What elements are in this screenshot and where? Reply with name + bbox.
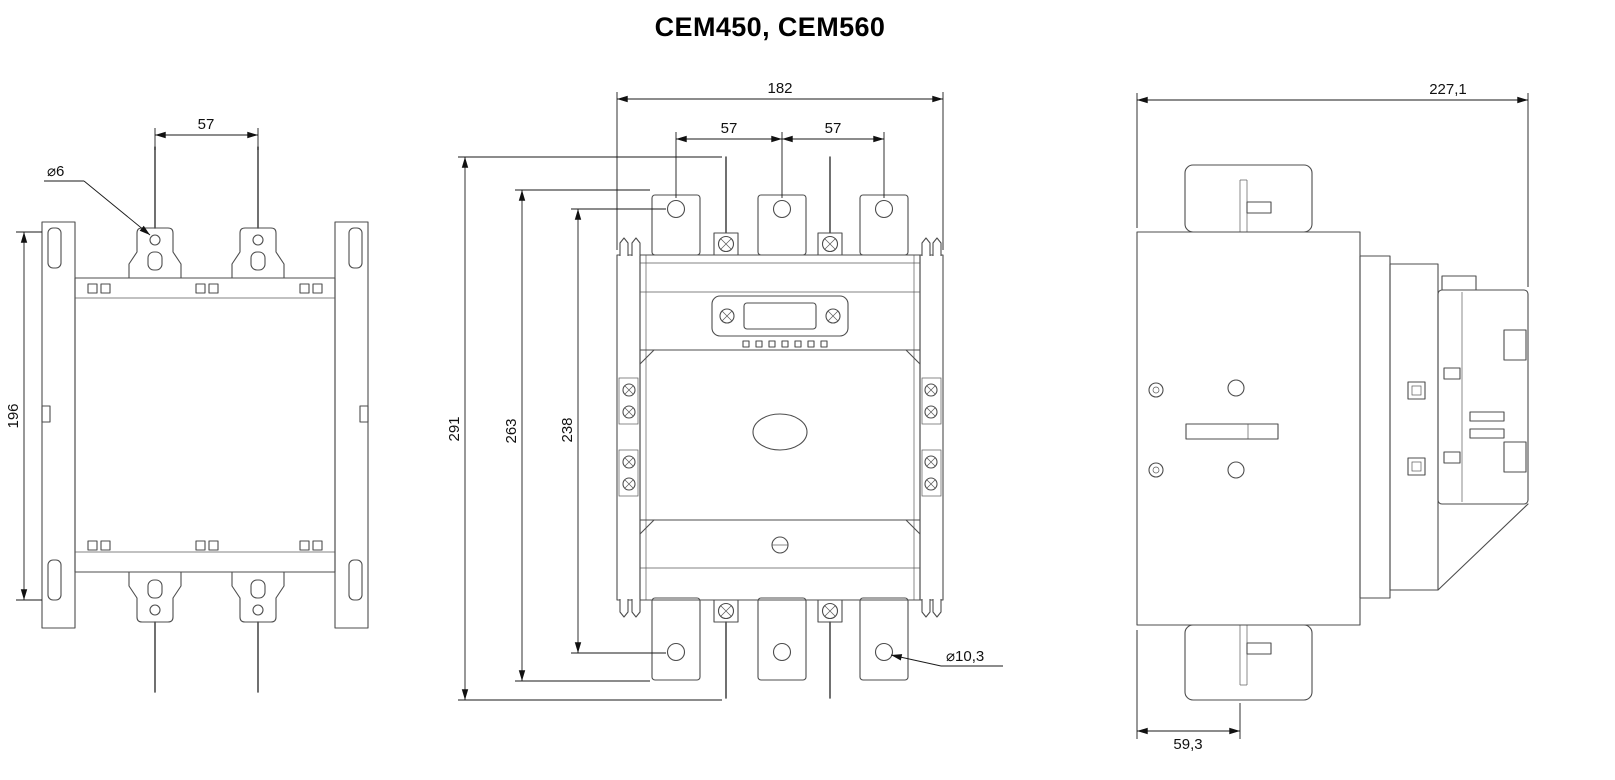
rear-bracket-slot [348, 227, 363, 269]
dim-front-hole-diameter: ⌀10,3 [946, 648, 984, 665]
front-bottom-tab-center [757, 597, 807, 681]
rear-bracket-slot [348, 559, 363, 601]
front-label-window [743, 302, 817, 330]
side-bottom-tab-step [1246, 642, 1272, 655]
dim-front-overall-height: 291 [446, 416, 463, 441]
side-top-tab-step [1246, 201, 1272, 214]
side-slot [1185, 423, 1279, 440]
front-terminal-hole-bottom-left [666, 642, 686, 662]
front-label-plate [711, 295, 849, 337]
rear-body [74, 277, 336, 573]
dim-front-pitch-right: 57 [825, 120, 842, 137]
rear-top-tab-left [128, 227, 182, 279]
front-terminal-hole-bottom-center [772, 642, 792, 662]
dim-rear-terminal-pitch: 57 [198, 116, 215, 133]
rear-bottom-tab-right [231, 571, 285, 623]
front-mounting-hooks [619, 237, 942, 618]
front-terminal-hole-top-right [874, 199, 894, 219]
side-mount-plate [1437, 289, 1529, 505]
front-terminal-hole-top-left [666, 199, 686, 219]
side-hole-top [1227, 379, 1245, 397]
front-terminal-hole-top-center [772, 199, 792, 219]
rear-view: 57 ⌀6 196 [5, 116, 369, 693]
front-body [639, 254, 921, 601]
rear-bracket-slot [47, 559, 62, 601]
front-rail-screws [618, 377, 942, 497]
dim-side-overall-depth: 227,1 [1429, 81, 1467, 98]
front-top-tab-right [859, 194, 909, 256]
front-vent-squares [742, 340, 828, 348]
side-mount-diagonal [1437, 503, 1529, 591]
dim-rear-mounting-height: 196 [5, 403, 22, 428]
side-accessory-block [1389, 263, 1439, 591]
rear-bracket-right [334, 221, 369, 629]
rear-mounting-hole-bottom-right [252, 604, 264, 616]
front-bottom-tab-right [859, 597, 909, 681]
dim-side-base-depth: 59,3 [1173, 736, 1202, 753]
front-bottom-tab-left [651, 597, 701, 681]
rear-mounting-hole-top-right [252, 234, 264, 246]
front-view-outline [616, 156, 944, 699]
side-top-tab [1184, 164, 1313, 233]
rear-clamp-squares [87, 283, 323, 551]
side-view-outline [1136, 164, 1529, 701]
front-view-dimensions: 182 57 57 291 263 [446, 80, 1003, 701]
rear-slot-top-left [147, 251, 163, 271]
side-view-dimensions: 227,1 59,3 [1136, 81, 1529, 753]
rear-bracket-left [41, 221, 76, 629]
front-rail-left [616, 254, 641, 601]
rear-slot-top-right [250, 251, 266, 271]
side-bolt-top [1148, 382, 1164, 398]
side-bottom-tab [1184, 624, 1313, 701]
dim-front-overall-width: 182 [767, 80, 792, 97]
rear-view-outline [41, 146, 369, 693]
dim-front-terminal-height: 263 [503, 418, 520, 443]
side-clip-details [1407, 329, 1527, 476]
rear-view-dimensions: 57 ⌀6 196 [5, 116, 259, 601]
rear-side-notch-right [359, 405, 369, 423]
front-view: 182 57 57 291 263 [446, 80, 1003, 701]
front-rail-right [919, 254, 944, 601]
front-oval-emblem [752, 413, 808, 451]
front-top-tab-center [757, 194, 807, 256]
side-hole-bottom [1227, 461, 1245, 479]
side-view: 227,1 59,3 [1136, 81, 1529, 753]
side-mount-notch [1441, 275, 1477, 291]
rear-slot-bottom-right [250, 579, 266, 599]
front-top-tab-left [651, 194, 701, 256]
side-body [1136, 231, 1361, 626]
rear-bracket-slot [47, 227, 62, 269]
rear-mounting-hole-bottom-left [149, 604, 161, 616]
rear-side-notch-left [41, 405, 51, 423]
front-terminal-hole-bottom-right [874, 642, 894, 662]
dim-rear-hole-diameter: ⌀6 [47, 163, 64, 180]
rear-top-tab-right [231, 227, 285, 279]
page-title: CEM450, CEM560 [654, 12, 886, 42]
rear-slot-bottom-left [147, 579, 163, 599]
rear-mounting-hole-top-left [149, 234, 161, 246]
side-bolt-bottom [1148, 462, 1164, 478]
dim-front-pitch-left: 57 [721, 120, 738, 137]
dim-front-hole-span: 238 [559, 417, 576, 442]
side-accessory-column [1359, 255, 1391, 599]
rear-bottom-tab-left [128, 571, 182, 623]
